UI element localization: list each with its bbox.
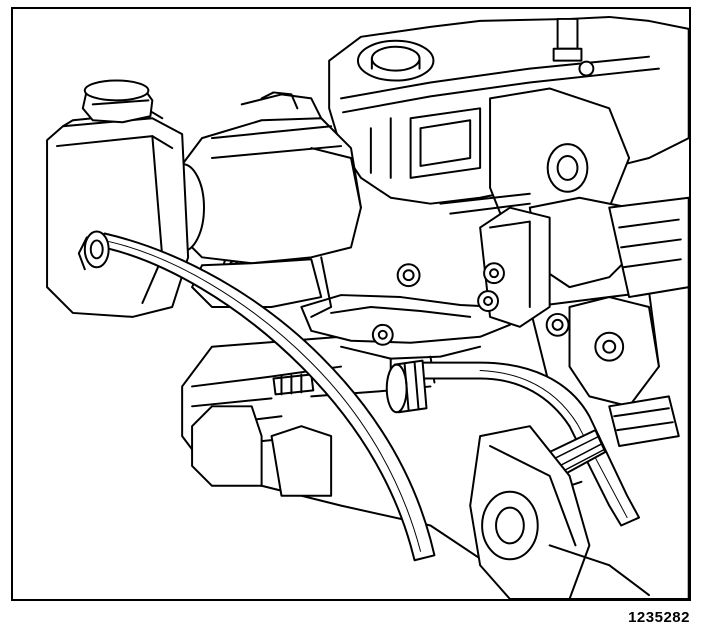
pump-housing <box>469 425 650 599</box>
reservoir-cap <box>81 79 154 124</box>
engine-illustration <box>46 15 689 599</box>
diagram-frame <box>11 7 691 601</box>
power-steering-fluid-reservoir <box>46 111 190 318</box>
figure-id-number: 1235282 <box>628 609 690 626</box>
inlet-hose <box>77 230 436 562</box>
pump-mounting-bracket <box>222 206 570 398</box>
